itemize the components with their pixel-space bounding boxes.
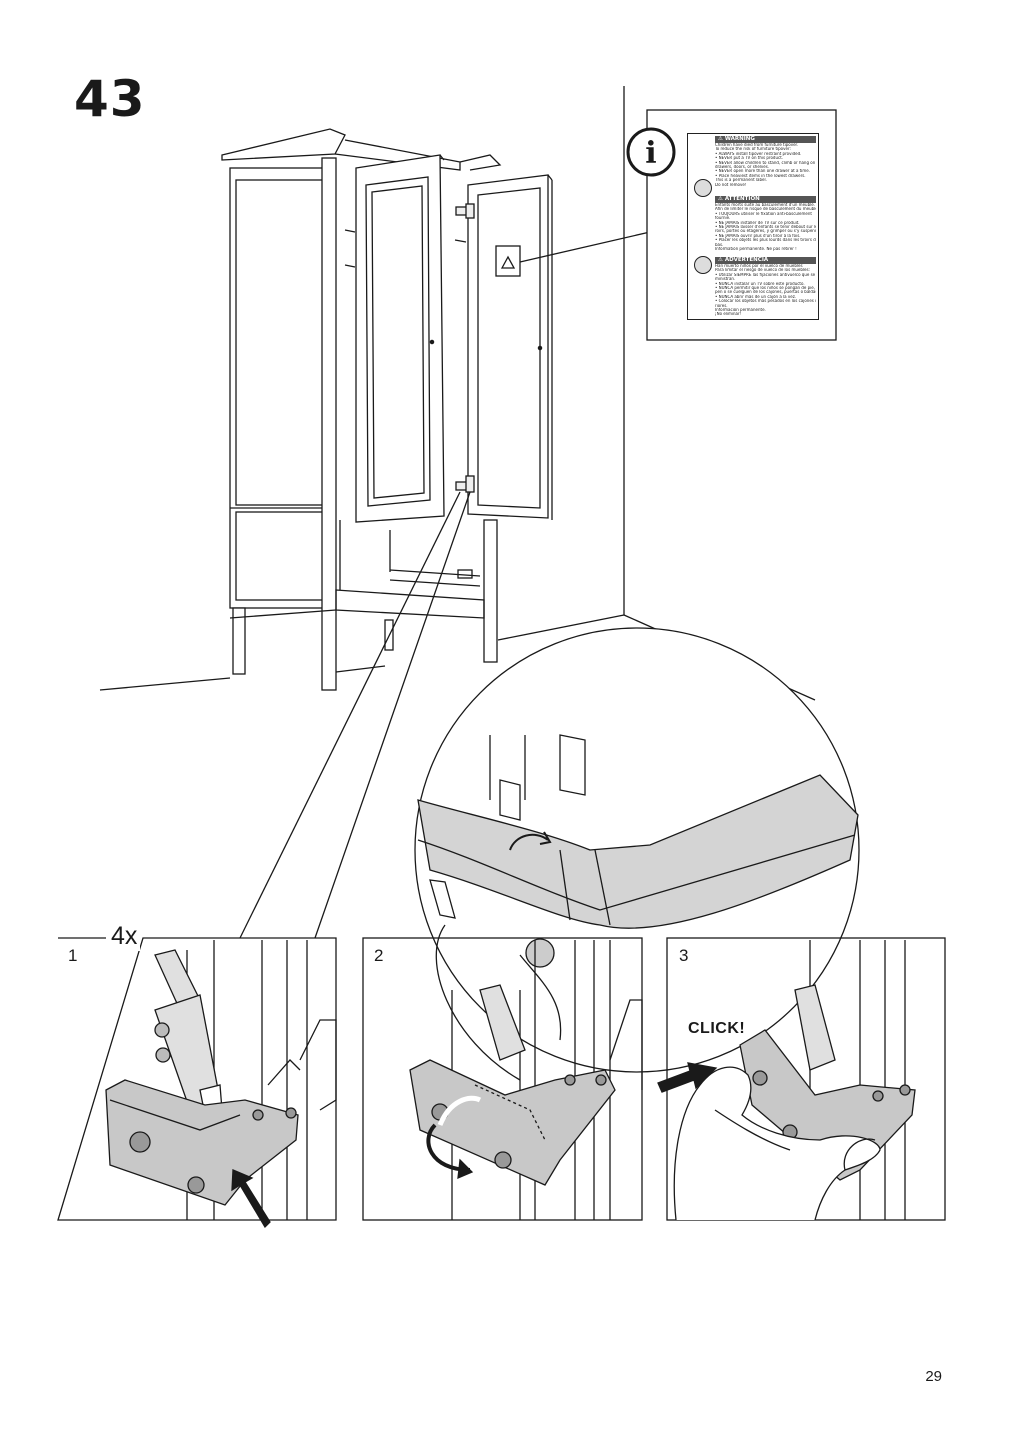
warning-section-es: ⚠ ADVERTENCIA Han muerto niños por el vu… [715,257,816,317]
warning-label: ⚠ WARNING Children have died from furnit… [687,133,819,320]
warning-section-en: ⚠ WARNING Children have died from furnit… [715,136,816,187]
advertencia-heading: ⚠ ADVERTENCIA [715,257,816,264]
label-line: bas. [715,242,724,247]
label-line: ¡No eliminar! [715,312,742,317]
panel-2-drawing [409,940,643,1220]
label-line: Do not remove! [715,182,747,187]
label-line: • NE JAMAIS installer de TV sur ce produ… [715,220,800,225]
attention-heading: ⚠ ATTENTION [715,196,816,203]
click-label: CLICK! [688,1020,746,1037]
label-line: • TOUJOURS utiliser le fixation anti-bas… [715,211,812,216]
label-line: • NE JAMAIS ouvrir plus d'un tiroir à la… [715,233,801,238]
label-line: fournie. [715,216,731,221]
label-line: Children have died from furniture tipove… [715,143,799,147]
step-number: 43 [74,70,146,128]
panel-1-drawing [105,940,337,1229]
magnified-detail [414,627,860,1081]
panel-3-drawing [657,940,916,1221]
label-line: • NEVER put a TV on this product. [715,156,784,161]
label-line: riores. [715,303,728,308]
label-line: Enfants morts suite au basculement d'un … [715,203,815,207]
quantity-label: 4x [108,922,141,951]
label-line: • NUNCA permitir que los niños se pongan… [715,286,816,291]
no-tv-icon [694,179,712,197]
label-line: • NEVER open more than one drawer at a t… [715,169,811,174]
tv-prohibited-icon [694,256,712,274]
label-line: drawers, doors, or shelves. [715,165,770,170]
warning-heading: ⚠ WARNING [715,136,816,143]
label-line: Para limitar el riesgo de vuelco de los … [715,268,810,273]
substep-1-number: 1 [68,946,78,965]
label-line: • ALWAYS install tipover restraint provi… [715,151,802,156]
warning-section-fr: ⚠ ATTENTION Enfants morts suite au bascu… [715,196,816,251]
label-line: • NUNCA abrir más de un cajón a la vez. [715,294,797,299]
cabinet-drawing [221,128,651,939]
label-line: Information permanente. Ne pas retirer ! [715,247,797,252]
label-line: • NUNCA instalar un TV sobre este produc… [715,281,805,286]
svg-text:i: i [645,136,656,171]
label-line: • Place heaviest items in the lowest dra… [715,173,806,178]
label-line: • Utilizar SIEMPRE las fijaciones antivu… [715,272,816,277]
label-line: Han muerto niños por el vuelco de mueble… [715,264,803,268]
label-line: pen o se cuelguen de los cajones, puerta… [715,290,816,295]
label-line: Afin de limiter le risque de basculement… [715,207,816,212]
label-line: Información permanente. [715,308,766,313]
label-line: roirs, portes ou étagères, y grimper ou … [715,229,816,234]
label-line: • Colocar los objetos más pesados en los… [715,299,816,304]
substep-2-number: 2 [374,946,384,965]
label-line: This is a permanent label. [715,178,767,183]
label-line: To reduce the risk of furniture tipover: [715,147,791,152]
label-line: ministran. [715,277,736,282]
label-line: • Placer les objets les plus lourds dans… [715,238,816,243]
substep-3-number: 3 [679,946,689,965]
label-line: • NE JAMAIS laisser d'enfants se tenir d… [715,225,816,230]
label-line: • NEVER allow children to stand, climb o… [715,160,816,165]
page-number: 29 [925,1368,942,1385]
